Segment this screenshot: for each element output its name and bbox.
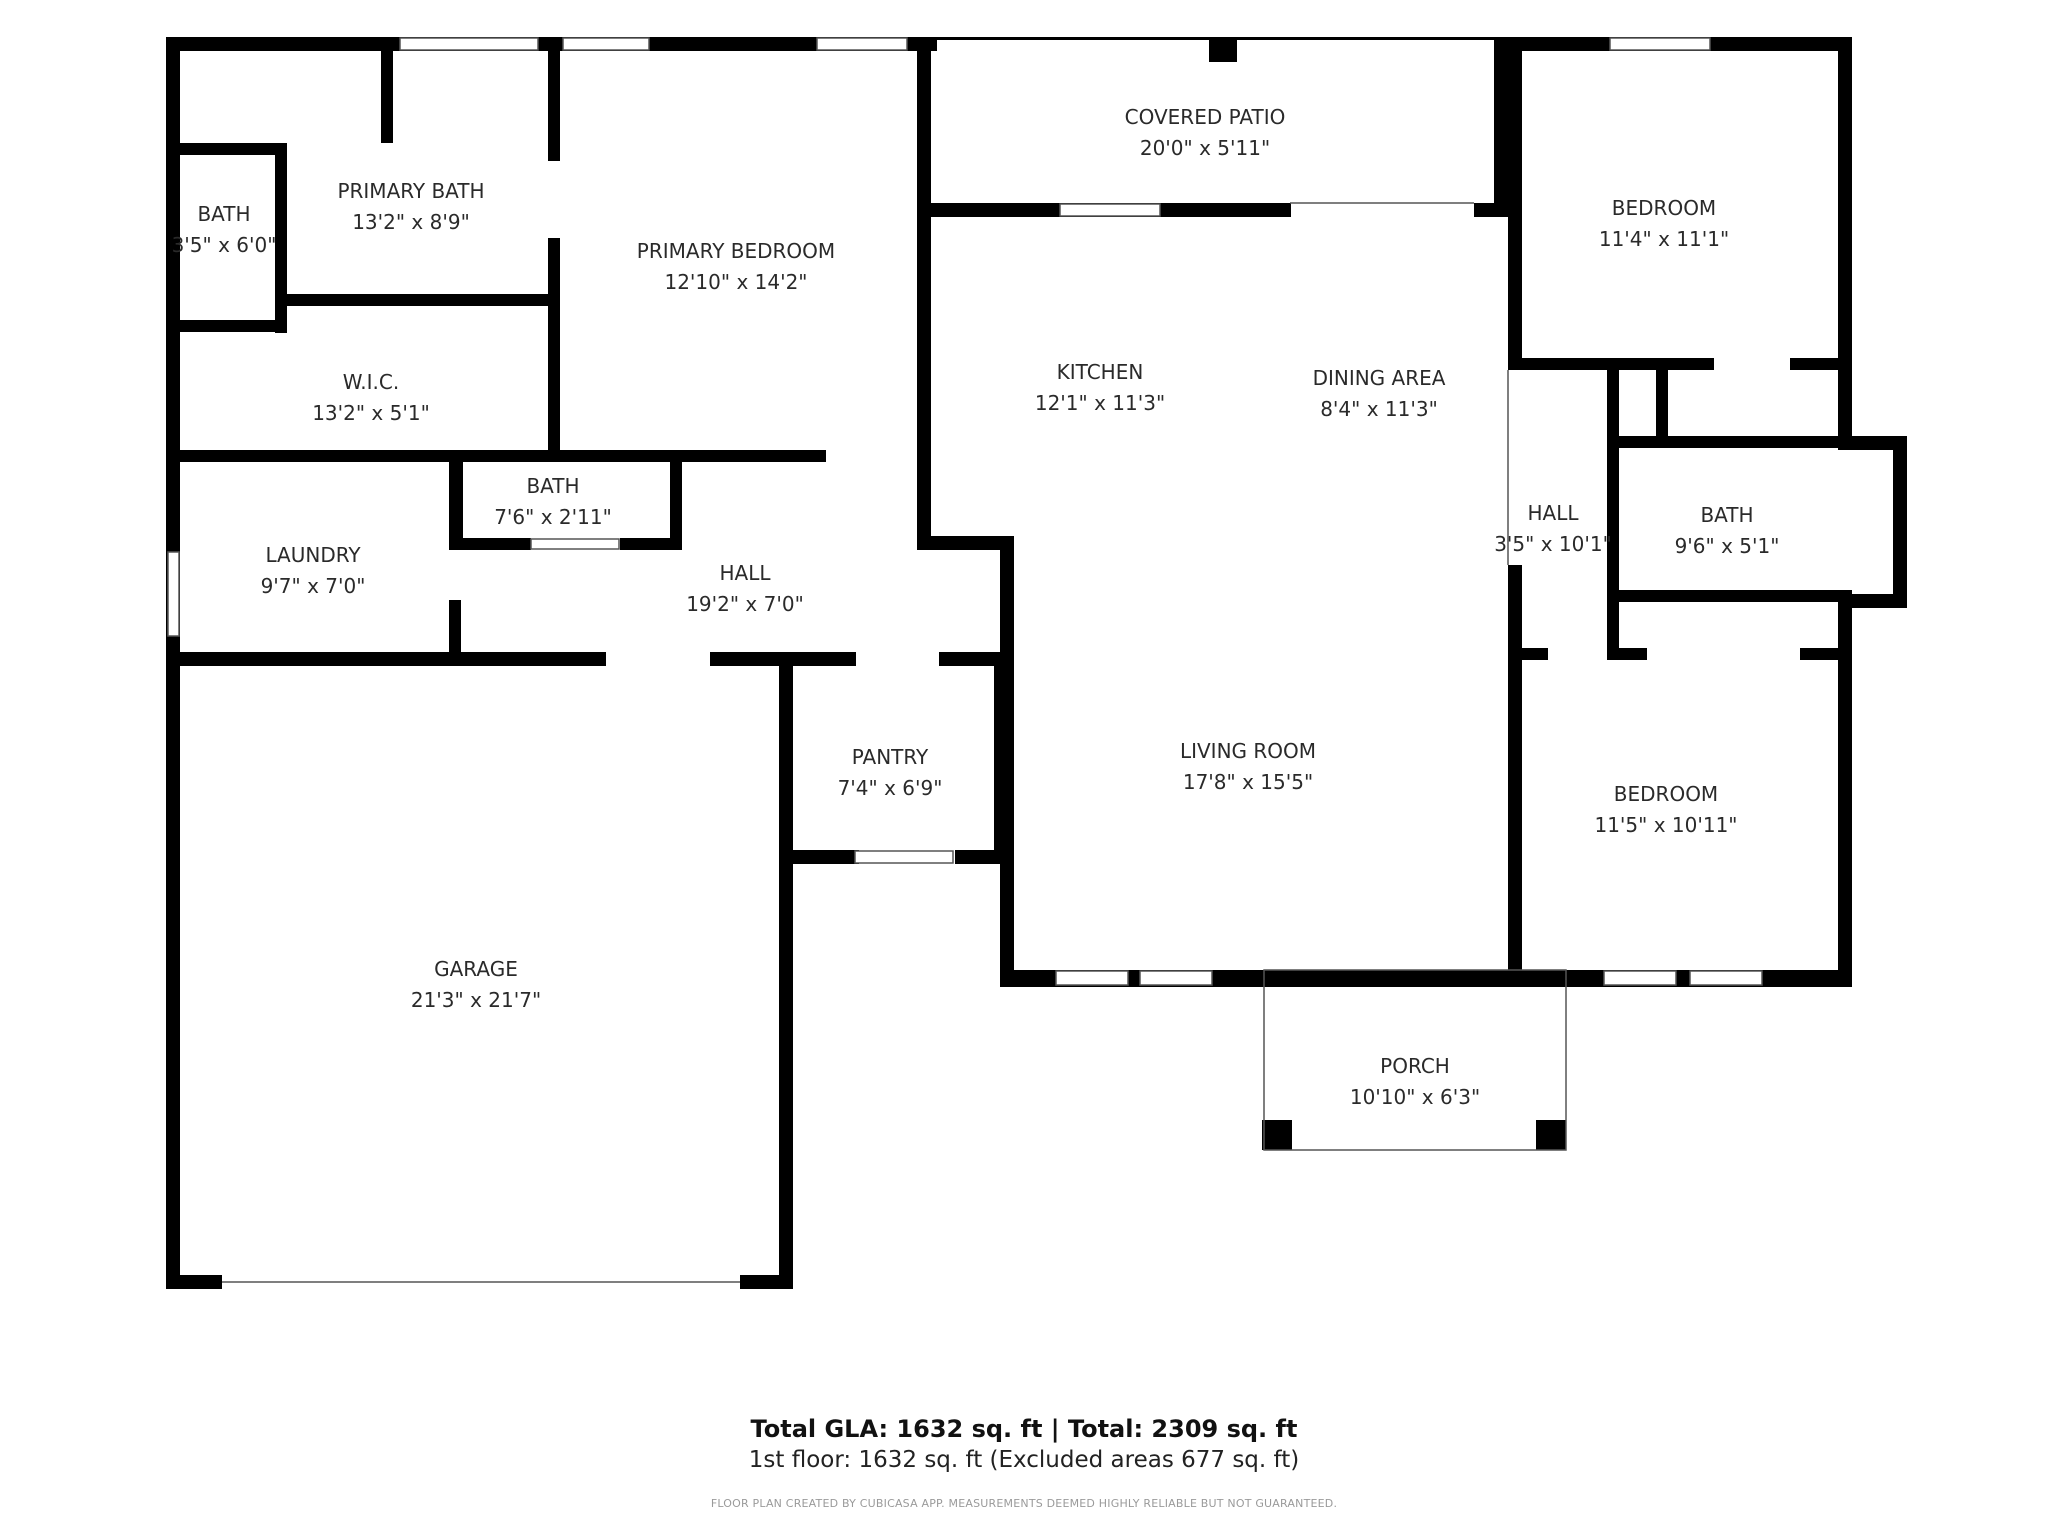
kitchen-name: KITCHEN <box>1057 360 1144 384</box>
floor-area: 1st floor: 1632 sq. ft (Excluded areas 6… <box>748 1447 1300 1473</box>
laundry-name: LAUNDRY <box>265 543 361 567</box>
pantry-name: PANTRY <box>852 745 929 769</box>
kitchen-dim: 12'1" x 11'3" <box>1035 391 1165 415</box>
primary-bedroom-name: PRIMARY BEDROOM <box>637 239 835 263</box>
bath-right-dim: 9'6" x 5'1" <box>1675 534 1780 558</box>
hall-main-dim: 19'2" x 7'0" <box>686 592 804 616</box>
living-room-dim: 17'8" x 15'5" <box>1183 770 1313 794</box>
porch-name: PORCH <box>1380 1054 1450 1078</box>
disclaimer: FLOOR PLAN CREATED BY CUBICASA APP. MEAS… <box>710 1497 1338 1510</box>
laundry-dim: 9'7" x 7'0" <box>261 574 366 598</box>
hall-right-name: HALL <box>1527 501 1579 525</box>
primary-bath-dim: 13'2" x 8'9" <box>352 210 470 234</box>
room-labels: COVERED PATIO 20'0" x 5'11" PRIMARY BATH… <box>172 105 1780 1109</box>
hall-right-dim: 3'5" x 10'1" <box>1494 532 1612 556</box>
bedroom-top-name: BEDROOM <box>1612 196 1716 220</box>
bath-small-name: BATH <box>197 202 250 226</box>
pantry-dim: 7'4" x 6'9" <box>838 776 943 800</box>
dining-name: DINING AREA <box>1313 366 1446 390</box>
walls <box>166 37 1907 1289</box>
garage-name: GARAGE <box>434 957 518 981</box>
bath-small-dim: 3'5" x 6'0" <box>172 233 277 257</box>
covered-patio-dim: 20'0" x 5'11" <box>1140 136 1270 160</box>
bedroom-bottom-name: BEDROOM <box>1614 782 1718 806</box>
bedroom-top-dim: 11'4" x 11'1" <box>1599 227 1729 251</box>
openings <box>222 202 1567 1283</box>
bath-hall-dim: 7'6" x 2'11" <box>494 505 612 529</box>
area-totals: Total GLA: 1632 sq. ft | Total: 2309 sq.… <box>750 1415 1298 1443</box>
wic-dim: 13'2" x 5'1" <box>312 401 430 425</box>
bath-right-name: BATH <box>1700 503 1753 527</box>
garage-dim: 21'3" x 21'7" <box>411 988 541 1012</box>
covered-patio-name: COVERED PATIO <box>1125 105 1286 129</box>
primary-bath-name: PRIMARY BATH <box>337 179 484 203</box>
bath-hall-name: BATH <box>526 474 579 498</box>
windows <box>167 37 1763 986</box>
bedroom-bottom-dim: 11'5" x 10'11" <box>1594 813 1737 837</box>
dining-dim: 8'4" x 11'3" <box>1320 397 1438 421</box>
wic-name: W.I.C. <box>343 370 399 394</box>
primary-bedroom-dim: 12'10" x 14'2" <box>664 270 807 294</box>
porch-dim: 10'10" x 6'3" <box>1350 1085 1480 1109</box>
hall-main-name: HALL <box>719 561 771 585</box>
living-room-name: LIVING ROOM <box>1180 739 1316 763</box>
